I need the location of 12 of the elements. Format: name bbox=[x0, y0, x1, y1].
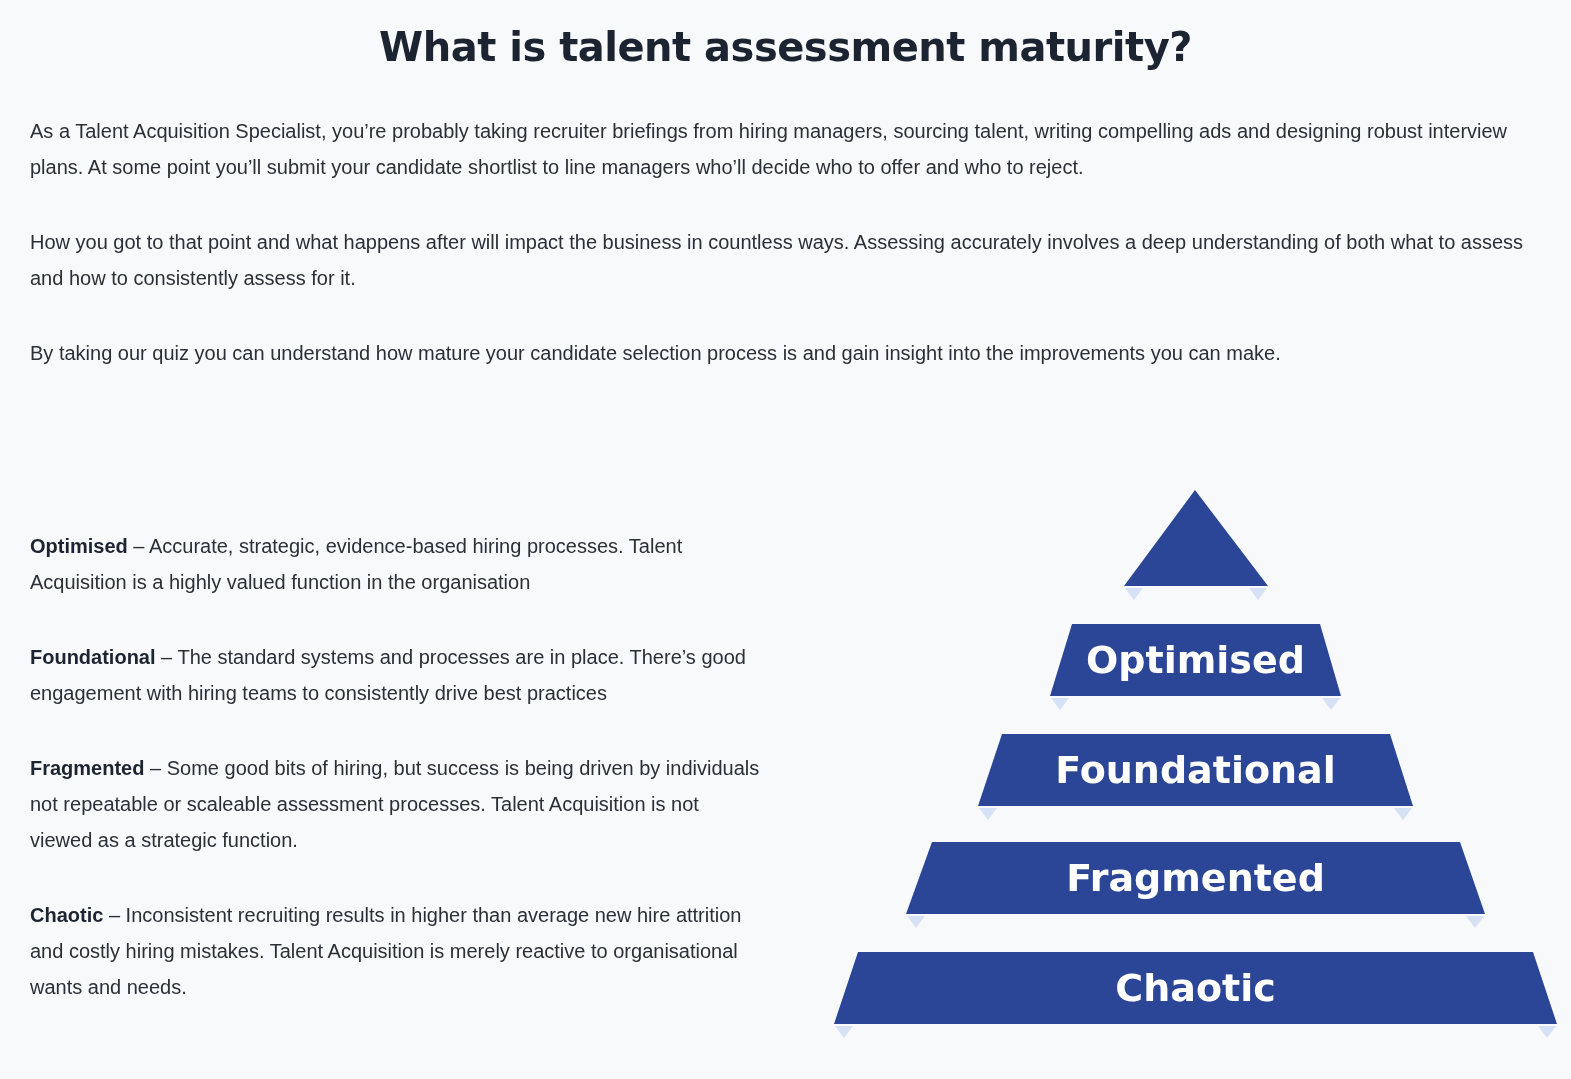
tier-label: Chaotic bbox=[1115, 966, 1276, 1010]
intro-paragraph: By taking our quiz you can understand how mature your candidate selection process is and gain insight into the improvements you can make. bbox=[30, 341, 1282, 366]
intro-paragraph: How you got to that point and what happens after will impact the business in countless ways. Assessing accurately involves a deep understanding of both what to assess and how to consistently assess for it. bbox=[30, 230, 1525, 291]
level-description: Foundational – The standard systems and processes are in place. There’s good engagement with hiring teams to consistently drive best practices bbox=[30, 645, 747, 706]
intro-paragraph: As a Talent Acquisition Specialist, you’re probably taking recruiter briefings from hiring managers, sourcing talent, writing compelling ads and designing robust interview plans. At some point you’ll submit your candidate shortlist to line managers who’ll decide who to offer and who to reject. bbox=[30, 119, 1509, 180]
tier-label: Fragmented bbox=[1066, 856, 1325, 900]
level-description: Optimised – Accurate, strategic, evidence-based hiring processes. Talent Acquisition is a highly valued function in the organisation bbox=[30, 534, 684, 595]
page-title: What is talent assessment maturity? bbox=[378, 24, 1193, 70]
level-description: Chaotic – Inconsistent recruiting results in higher than average new hire attrition and costly hiring mistakes. Talent Acquisition is merely reactive to organisational wants and needs. bbox=[30, 903, 743, 1000]
tier-label: Foundational bbox=[1055, 748, 1336, 792]
level-description: Fragmented – Some good bits of hiring, but success is being driven by individuals not repeatable or scaleable assessment processes. Talent Acquisition is not viewed as a strategic function. bbox=[30, 756, 761, 853]
tier-label: Optimised bbox=[1086, 638, 1305, 682]
